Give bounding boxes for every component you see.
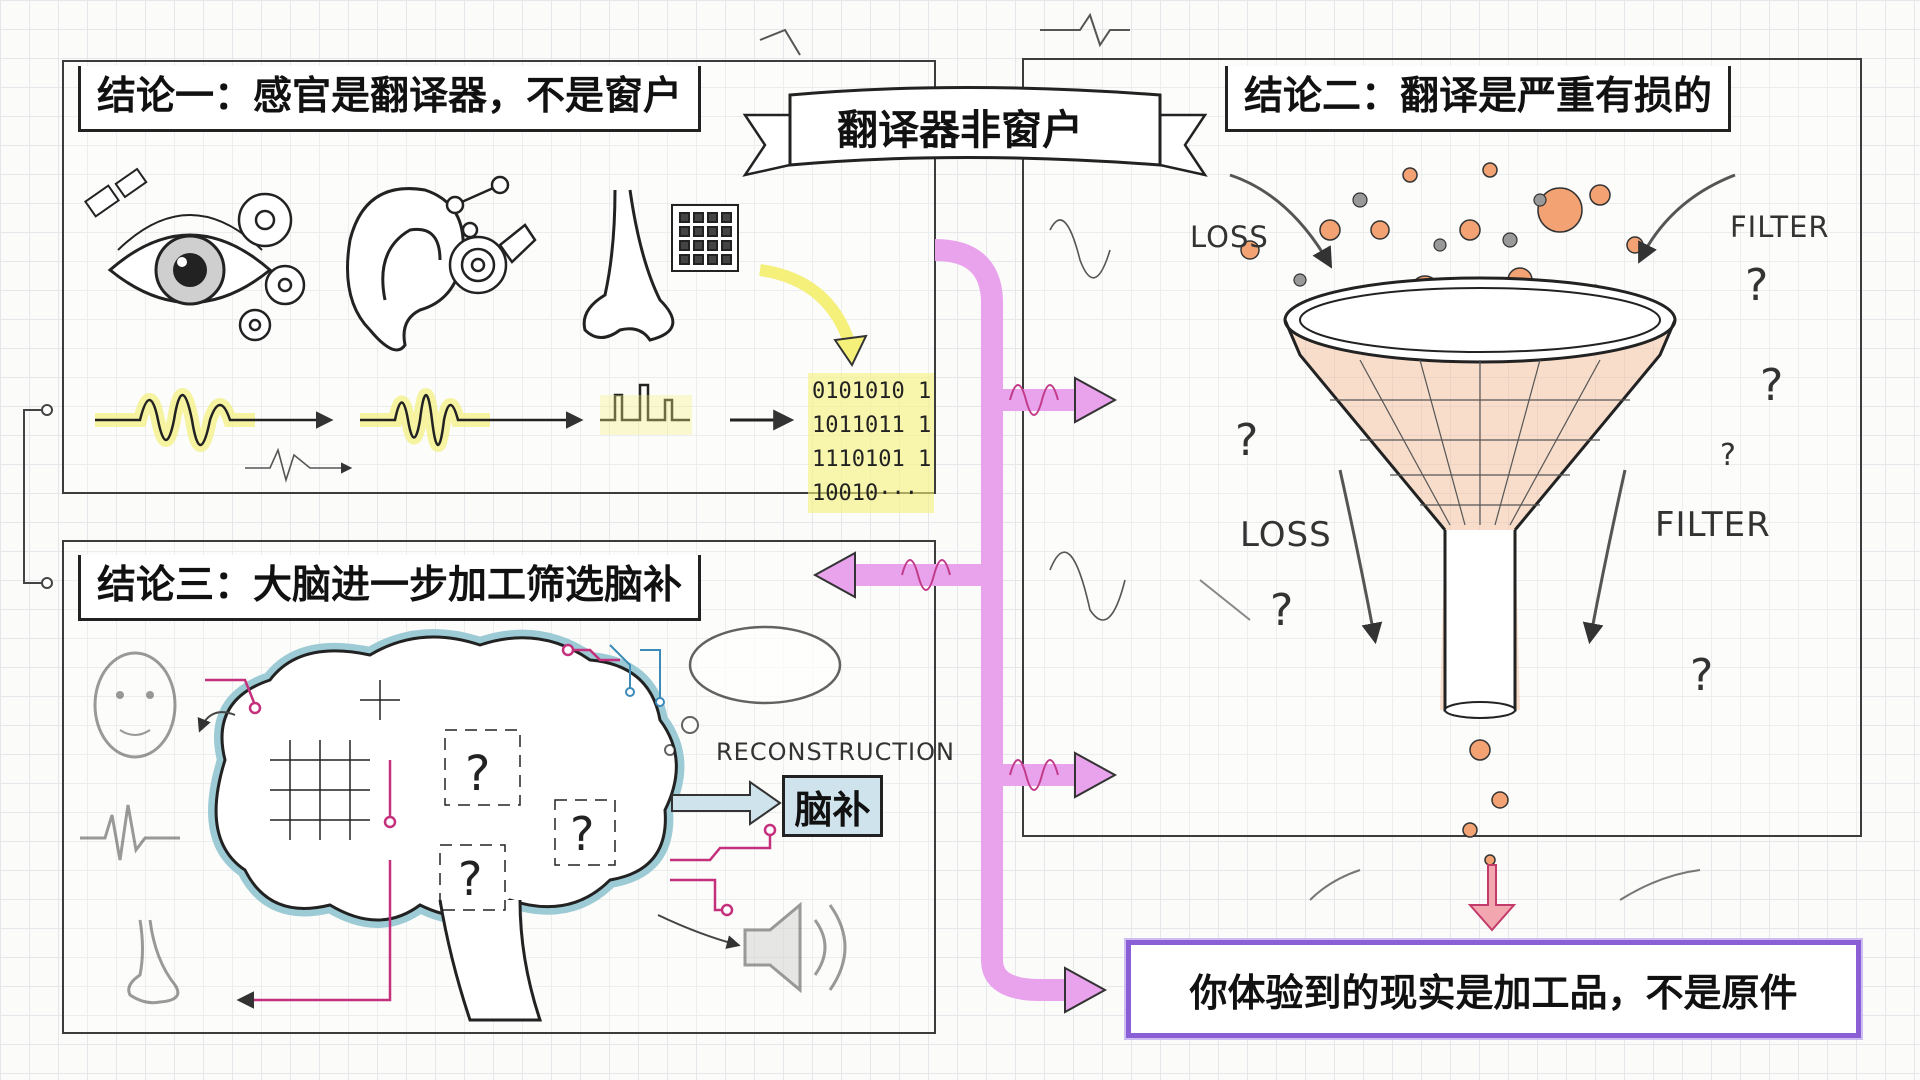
waveform-ear	[360, 388, 584, 452]
thought-cloud-icon	[664, 625, 842, 756]
pink-arrowhead-right-2	[1074, 751, 1118, 799]
pink-arrowhead-left	[812, 551, 856, 599]
banner-title: 翻译器非窗户	[837, 106, 1083, 154]
brain-grid	[270, 680, 400, 840]
brain-icon: ? ? ?	[208, 629, 685, 1022]
side-arrows	[1229, 173, 1736, 645]
speaker-icon	[743, 901, 847, 994]
svg-text:?: ?	[1270, 585, 1293, 636]
sensor-chip-icon	[671, 204, 739, 272]
svg-text:?: ?	[458, 852, 482, 906]
blue-circuit-wires	[609, 644, 665, 707]
binary-data: 0101010 1 1011011 1 1110101 1 10010···	[808, 373, 934, 513]
svg-text:?: ?	[1235, 415, 1258, 466]
loss-label-top: LOSS	[1190, 220, 1269, 254]
pink-arrowhead-right-1	[1074, 376, 1118, 424]
nose-icon	[582, 189, 675, 342]
svg-text:?: ?	[1690, 650, 1713, 701]
svg-text:?: ?	[570, 807, 594, 861]
left-bracket-connector	[23, 409, 45, 584]
blurred-nose-icon	[127, 919, 180, 1005]
svg-text:?: ?	[1760, 360, 1783, 411]
banner-ribbon	[742, 86, 1208, 177]
cochlea-icon	[445, 175, 537, 295]
waveform-nose	[600, 383, 692, 435]
blurred-waveform-icon	[80, 804, 180, 861]
panel-conclusion-two	[1022, 58, 1862, 837]
question-marks: ? ? ? ? ? ?	[1235, 260, 1783, 701]
output-drops	[1462, 739, 1509, 866]
reconstruction-label: RECONSTRUCTION	[716, 738, 955, 766]
satellite-icon	[83, 167, 148, 218]
central-pink-arrows	[812, 239, 1118, 1014]
gears-icon	[237, 192, 306, 342]
svg-text:?: ?	[465, 746, 490, 802]
panel-three-heading: 结论三：大脑进一步加工筛选脑补	[78, 555, 702, 621]
filter-label-mid: FILTER	[1655, 505, 1771, 545]
ear-icon	[346, 187, 465, 352]
waveform-eye	[95, 388, 334, 452]
loss-label-mid: LOSS	[1240, 515, 1332, 555]
panel-two-heading: 结论二：翻译是严重有损的	[1225, 66, 1732, 132]
panel-one-heading: 结论一：感官是翻译器，不是窗户	[78, 66, 702, 132]
pink-down-arrow	[1467, 864, 1517, 932]
funnel-icon	[1283, 276, 1677, 719]
svg-text:?: ?	[1745, 260, 1768, 311]
filter-label-top: FILTER	[1730, 210, 1830, 244]
yellow-curve-arrow	[759, 264, 856, 347]
magenta-circuit-wires	[205, 643, 777, 1009]
brain-to-naobu-arrow	[671, 780, 782, 826]
funnel-mesh	[1330, 359, 1630, 526]
face-icon	[93, 651, 177, 759]
svg-text:?: ?	[1720, 438, 1736, 473]
pink-arrowhead-right-3	[1064, 966, 1108, 1014]
naobu-box: 脑补	[782, 775, 883, 837]
final-conclusion: 你体验到的现实是加工品，不是原件	[1126, 940, 1861, 1038]
